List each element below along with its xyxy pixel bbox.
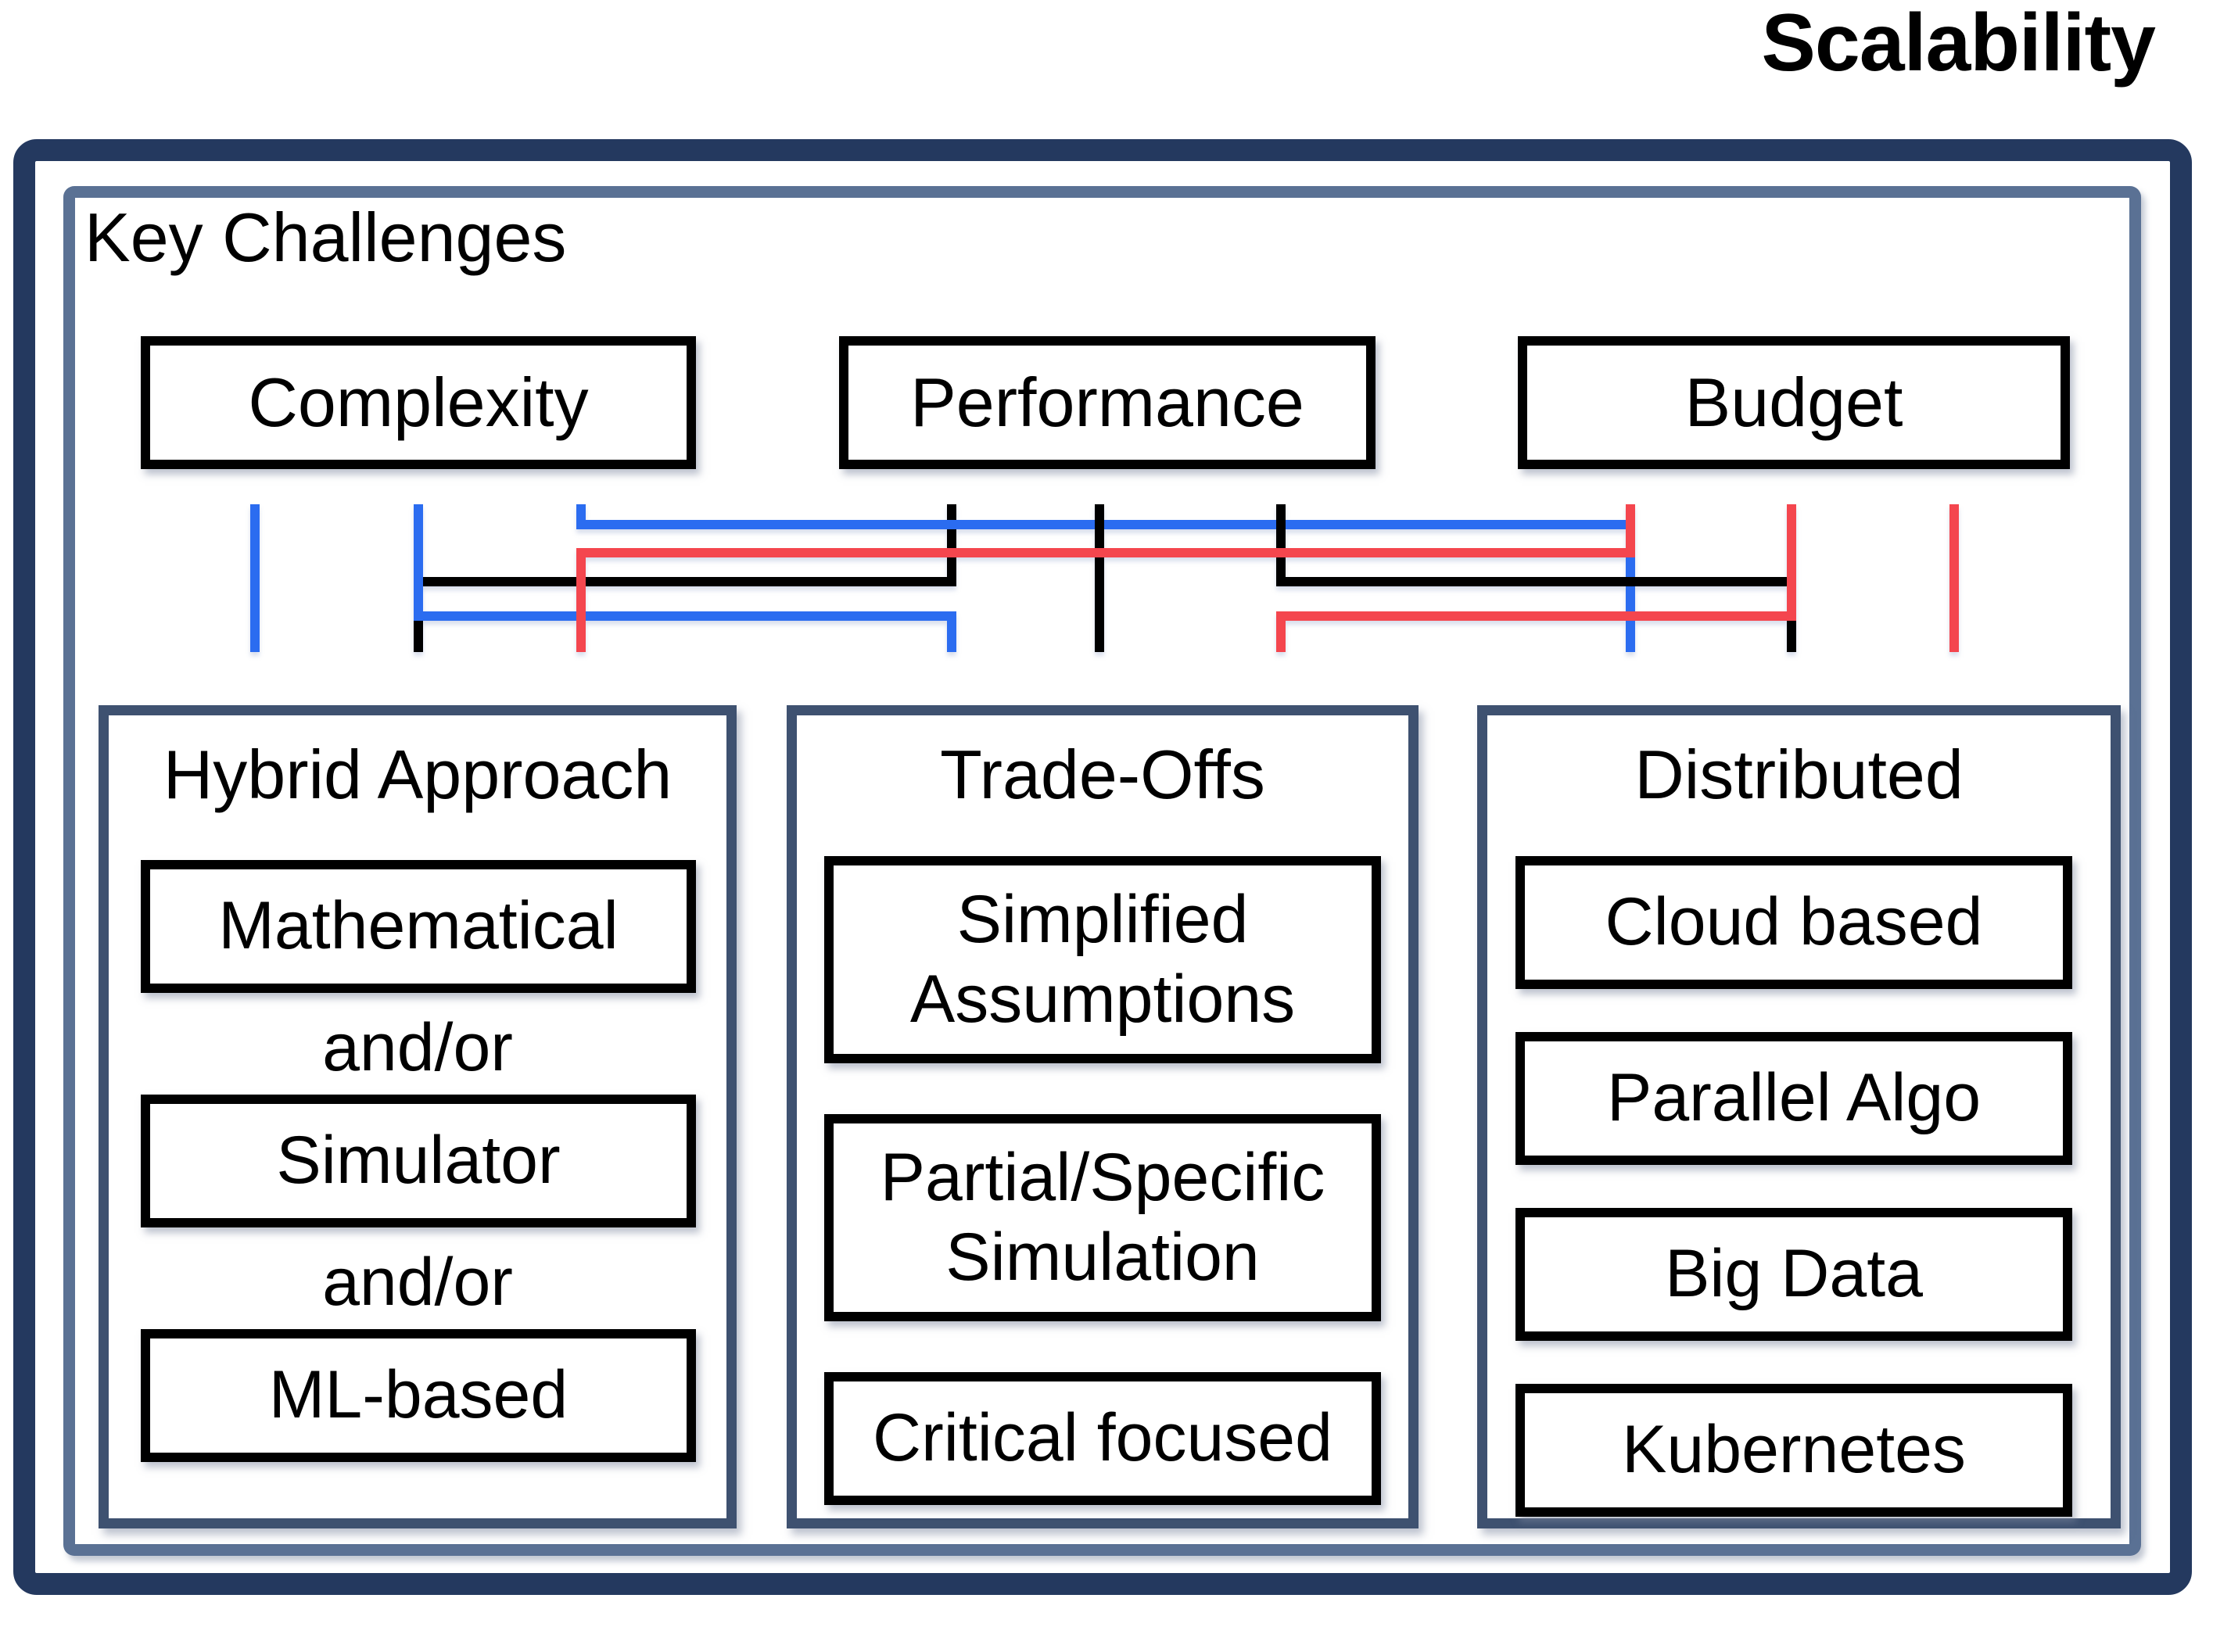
- group-distributed: Distributed Cloud based Parallel Algo Bi…: [1477, 705, 2121, 1528]
- page-title: Scalability: [1761, 0, 2156, 88]
- item-label-cloud-based: Cloud based: [1605, 884, 1983, 960]
- group-title-distributed: Distributed: [1634, 736, 1964, 813]
- item-label-simulator: Simulator: [276, 1123, 561, 1199]
- key-challenges-label: Key Challenges: [84, 199, 567, 276]
- item-box-simplified-assumptions: Simplified Assumptions: [824, 856, 1381, 1063]
- group-hybrid-approach: Hybrid Approach Mathematical and/or Simu…: [99, 705, 737, 1528]
- challenge-box-complexity: Complexity: [141, 336, 696, 469]
- item-box-big-data: Big Data: [1515, 1208, 2072, 1341]
- item-box-partial-specific-simulation: Partial/Specific Simulation: [824, 1114, 1381, 1321]
- item-box-parallel-algo: Parallel Algo: [1515, 1032, 2072, 1165]
- item-box-kubernetes: Kubernetes: [1515, 1384, 2072, 1517]
- item-label-parallel-algo: Parallel Algo: [1606, 1060, 1982, 1136]
- item-box-cloud-based: Cloud based: [1515, 856, 2072, 989]
- group-title-hybrid-approach: Hybrid Approach: [163, 736, 673, 813]
- group-trade-offs: Trade-Offs Simplified Assumptions Partia…: [787, 705, 1419, 1528]
- group-title-trade-offs: Trade-Offs: [940, 736, 1265, 813]
- item-label-partial-specific-simulation: Partial/Specific Simulation: [880, 1140, 1325, 1295]
- challenge-label-budget: Budget: [1684, 364, 1903, 441]
- item-label-big-data: Big Data: [1665, 1236, 1923, 1312]
- conjunction-and-or-2: and/or: [322, 1245, 513, 1320]
- item-box-simulator: Simulator: [141, 1095, 696, 1227]
- outer-frame: [13, 139, 2192, 1595]
- challenge-box-performance: Performance: [839, 336, 1376, 469]
- item-box-mathematical: Mathematical: [141, 860, 696, 993]
- challenge-label-complexity: Complexity: [248, 364, 589, 441]
- conjunction-and-or-1: and/or: [322, 1010, 513, 1085]
- challenge-label-performance: Performance: [910, 364, 1304, 441]
- item-label-simplified-assumptions: Simplified Assumptions: [909, 882, 1296, 1037]
- item-label-kubernetes: Kubernetes: [1622, 1412, 1966, 1488]
- item-box-critical-focused: Critical focused: [824, 1372, 1381, 1505]
- item-label-critical-focused: Critical focused: [873, 1400, 1332, 1476]
- challenge-box-budget: Budget: [1518, 336, 2070, 469]
- item-box-ml-based: ML-based: [141, 1329, 696, 1462]
- item-label-ml-based: ML-based: [268, 1357, 568, 1433]
- item-label-mathematical: Mathematical: [218, 888, 619, 964]
